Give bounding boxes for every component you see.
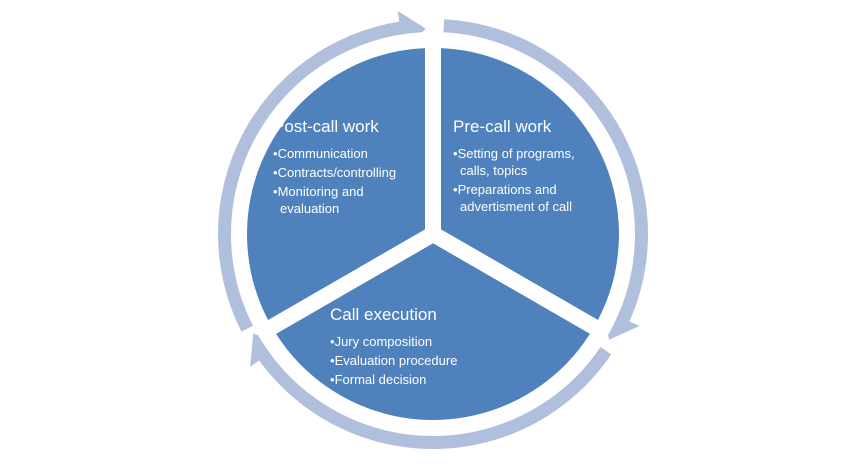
bullet-item: Monitoring and evaluation [273,183,413,217]
bullet-item: Preparations and advertisment of call [453,181,593,215]
bullet-item: Evaluation procedure [330,352,490,369]
bullet-item: Communication [273,145,413,162]
segment-call-execution: Call execution Jury composition Evaluati… [330,305,490,390]
bullet-item: Setting of programs, calls, topics [453,145,593,179]
segment-title: Call execution [330,305,437,324]
cycle-arrow-pre-call [443,19,648,340]
bullet-item: Contracts/controlling [273,164,413,181]
segment-title: Post-call work [273,117,379,136]
bullet-item: Formal decision [330,371,490,388]
segment-title: Pre-call work [453,117,552,136]
cycle-arrow-call-execution [250,333,612,450]
segment-post-call: Post-call work Communication Contracts/c… [273,117,413,219]
segment-pre-call: Pre-call work Setting of programs, calls… [453,117,593,217]
bullet-item: Jury composition [330,333,490,350]
